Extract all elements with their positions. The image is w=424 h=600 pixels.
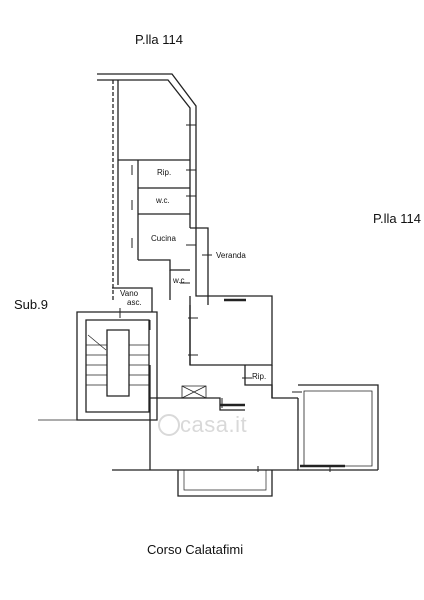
door-ticks [119, 124, 331, 472]
room-label-veranda: Veranda [216, 251, 246, 260]
street-label: Corso Calatafimi [147, 542, 244, 557]
plot-label-top: P.lla 114 [135, 32, 183, 47]
room-label-rip-lower: Rip. [252, 372, 267, 381]
room-label-cucina: Cucina [151, 234, 176, 243]
room-label-wc-lower: w.c [173, 276, 185, 285]
watermark-text: casa.it [180, 412, 248, 437]
plot-label-right: P.lla 114 [373, 211, 421, 226]
room-label-asc: asc. [127, 298, 142, 307]
room-label-wc-upper: w.c. [156, 196, 170, 205]
plan-walls [38, 73, 379, 497]
sub-label: Sub.9 [14, 297, 48, 312]
watermark-icon [158, 414, 180, 436]
room-label-rip-upper: Rip. [157, 168, 172, 177]
room-label-vano: Vano [120, 289, 139, 298]
